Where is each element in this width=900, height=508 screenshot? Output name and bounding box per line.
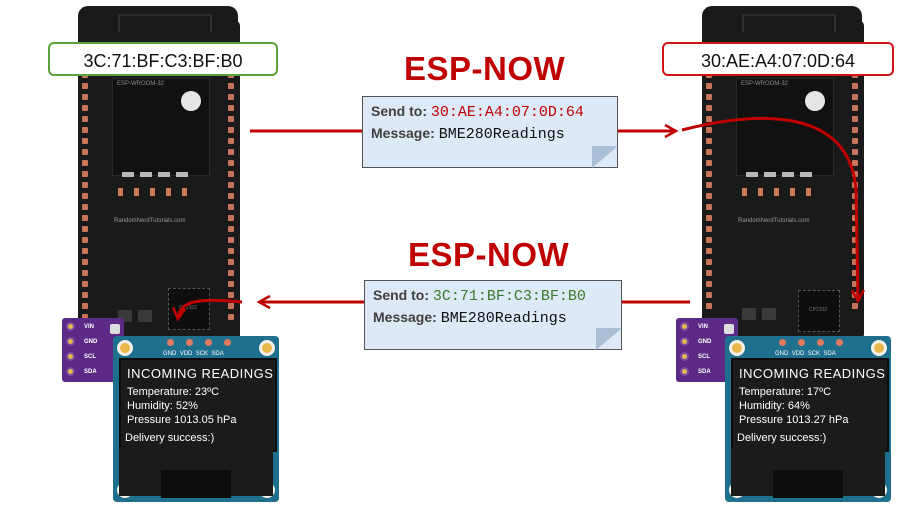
usb-uart-chip: CP2102: [798, 290, 840, 332]
module-label: ESP-WROOM-32: [741, 81, 789, 87]
top-note-fold: [592, 146, 618, 168]
right-mac-text: 30:AE:A4:07:0D:64: [700, 51, 856, 71]
left-curve-arrow: [171, 298, 243, 322]
oled-pressure: Pressure 1013.27 hPa: [739, 414, 849, 426]
oled-ribbon: [773, 470, 843, 498]
top-send-to-row: Send to: 30:AE:A4:07:0D:64: [371, 101, 609, 123]
oled-humidity: Humidity: 52%: [127, 400, 198, 412]
sensor-chip: [110, 324, 120, 334]
oled-pin-row: [773, 339, 849, 348]
module-label: ESP-WROOM-32: [117, 81, 165, 87]
wroom-module: ESP-WROOM-32: [112, 78, 210, 176]
right-curve-arrow: [681, 117, 865, 304]
pin-vin: VIN: [698, 324, 709, 330]
message-value: BME280Readings: [438, 126, 565, 143]
en-button: [762, 308, 776, 320]
left-oled-display: GND VDD SCK SDA INCOMING READINGS Temper…: [113, 336, 279, 502]
left-mac-text: 3C:71:BF:C3:BF:B0: [83, 51, 243, 71]
oled-status: Delivery success:): [737, 432, 827, 444]
top-espnow-title: ESP-NOW: [404, 50, 566, 87]
send-to-label: Send to:: [371, 103, 427, 119]
top-message-row: Message: BME280Readings: [371, 123, 609, 145]
send-to-label: Send to:: [373, 287, 429, 303]
oled-pin-labels: GND VDD SCK SDA: [775, 351, 836, 357]
message-label: Message:: [373, 309, 437, 325]
oled-pin-labels: GND VDD SCK SDA: [163, 351, 224, 357]
pin-sda: SDA: [84, 369, 97, 375]
right-oled-display: GND VDD SCK SDA INCOMING READINGS Temper…: [725, 336, 891, 502]
antenna-trace: [118, 14, 212, 32]
left-pin-header: [82, 50, 90, 325]
message-label: Message:: [371, 125, 435, 141]
bottom-note-fold: [596, 328, 622, 350]
oled-screen: INCOMING READINGS Temperature: 17ºC Humi…: [731, 358, 889, 452]
antenna-trace: [742, 14, 836, 32]
espressif-logo-icon: [805, 91, 825, 111]
boot-button: [742, 308, 756, 320]
site-label: RandomNerdTutorials.com: [738, 218, 810, 224]
oled-status: Delivery success:): [125, 432, 215, 444]
bottom-message-note: Send to: 3C:71:BF:C3:BF:B0 Message: BME2…: [364, 280, 622, 350]
bottom-send-to-row: Send to: 3C:71:BF:C3:BF:B0: [373, 285, 613, 307]
bottom-message-row: Message: BME280Readings: [373, 307, 613, 329]
oled-temperature: Temperature: 23ºC: [127, 386, 220, 398]
espressif-logo-icon: [181, 91, 201, 111]
site-label: RandomNerdTutorials.com: [114, 218, 186, 224]
top-message-note: Send to: 30:AE:A4:07:0D:64 Message: BME2…: [362, 96, 618, 168]
pin-gnd: GND: [84, 339, 98, 345]
pin-gnd: GND: [698, 339, 712, 345]
oled-ribbon: [161, 470, 231, 498]
pin-scl: SCL: [84, 354, 96, 360]
pin-vin: VIN: [84, 324, 95, 330]
bottom-espnow-title: ESP-NOW: [408, 236, 570, 273]
send-to-value: 3C:71:BF:C3:BF:B0: [432, 288, 586, 305]
sensor-chip: [724, 324, 734, 334]
left-mac-label: 3C:71:BF:C3:BF:B0: [48, 42, 278, 76]
oled-temperature: Temperature: 17ºC: [739, 386, 832, 398]
en-button: [138, 310, 152, 322]
pin-scl: SCL: [698, 354, 710, 360]
message-value: BME280Readings: [440, 310, 567, 327]
oled-humidity: Humidity: 64%: [739, 400, 810, 412]
pin-sda: SDA: [698, 369, 711, 375]
oled-header: INCOMING READINGS: [739, 366, 886, 381]
oled-screen: INCOMING READINGS Temperature: 23ºC Humi…: [119, 358, 277, 452]
right-pin-header: [228, 50, 236, 325]
send-to-value: 30:AE:A4:07:0D:64: [430, 104, 584, 121]
oled-header: INCOMING READINGS: [127, 366, 274, 381]
oled-pressure: Pressure 1013.05 hPa: [127, 414, 237, 426]
oled-pin-row: [161, 339, 237, 348]
right-mac-label: 30:AE:A4:07:0D:64: [662, 42, 894, 76]
